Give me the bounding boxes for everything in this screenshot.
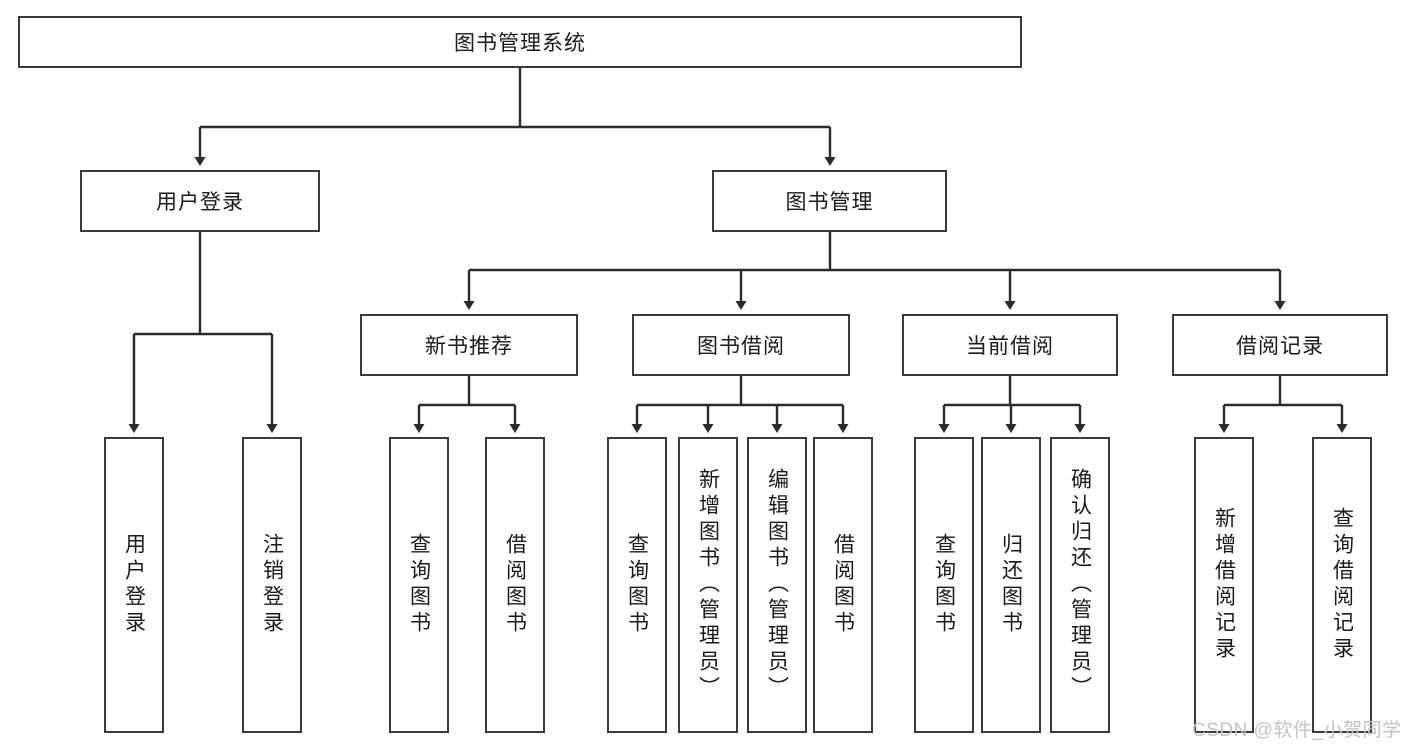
node-label: 图书管理系统 (454, 32, 586, 55)
leaf-query-borrow-record[interactable]: 查询借阅记录 (1312, 437, 1372, 733)
node-label: 确认归还（管理员） (1068, 468, 1092, 702)
node-label: 编辑图书（管理员） (765, 468, 789, 702)
node-label: 借阅图书 (503, 533, 527, 637)
node-new-book-recommend[interactable]: 新书推荐 (360, 314, 578, 376)
node-borrow-record[interactable]: 借阅记录 (1172, 314, 1388, 376)
node-label: 归还图书 (999, 533, 1023, 637)
leaf-add-borrow-record[interactable]: 新增借阅记录 (1194, 437, 1254, 733)
node-user-login[interactable]: 用户登录 (80, 170, 320, 232)
csdn-watermark: CSDN @软件_小贺同学 (1192, 720, 1402, 741)
node-label: 新增图书（管理员） (696, 468, 720, 702)
leaf-user-login[interactable]: 用户登录 (104, 437, 164, 733)
node-label: 借阅记录 (1236, 335, 1324, 358)
node-current-borrow[interactable]: 当前借阅 (902, 314, 1118, 376)
leaf-confirm-return-admin[interactable]: 确认归还（管理员） (1050, 437, 1110, 733)
node-label: 查询图书 (932, 533, 956, 637)
node-label: 新增借阅记录 (1212, 507, 1236, 663)
node-label: 图书管理 (785, 191, 874, 214)
node-label: 新书推荐 (425, 335, 513, 358)
leaf-query-book-recommend[interactable]: 查询图书 (389, 437, 449, 733)
leaf-logout[interactable]: 注销登录 (242, 437, 302, 733)
leaf-borrow-book[interactable]: 借阅图书 (813, 437, 873, 733)
node-label: 图书借阅 (697, 335, 785, 358)
leaf-borrow-book-recommend[interactable]: 借阅图书 (485, 437, 545, 733)
node-label: 当前借阅 (966, 335, 1054, 358)
node-label: 查询图书 (407, 533, 431, 637)
node-label: 注销登录 (260, 533, 284, 637)
leaf-edit-book-admin[interactable]: 编辑图书（管理员） (747, 437, 807, 733)
node-label: 用户登录 (156, 191, 244, 214)
leaf-query-book-current[interactable]: 查询图书 (914, 437, 974, 733)
node-root[interactable]: 图书管理系统 (18, 16, 1022, 68)
node-label: 查询图书 (625, 533, 649, 637)
leaf-query-book-borrow[interactable]: 查询图书 (607, 437, 667, 733)
node-label: 查询借阅记录 (1330, 507, 1354, 663)
node-label: 借阅图书 (831, 533, 855, 637)
leaf-add-book-admin[interactable]: 新增图书（管理员） (678, 437, 738, 733)
node-label: 用户登录 (122, 533, 146, 637)
node-book-borrow[interactable]: 图书借阅 (632, 314, 850, 376)
node-book-management[interactable]: 图书管理 (712, 170, 947, 232)
leaf-return-book[interactable]: 归还图书 (981, 437, 1041, 733)
